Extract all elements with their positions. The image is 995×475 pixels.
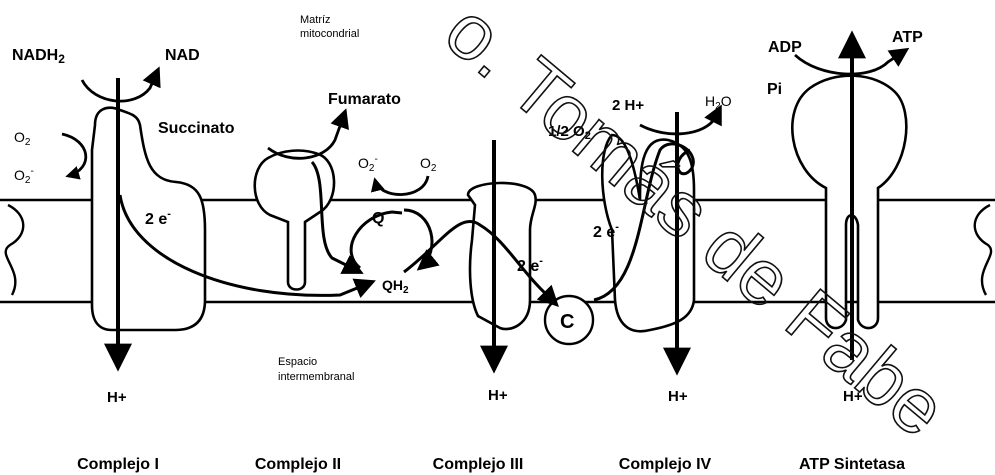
caption-complex-4: Complejo IV bbox=[619, 456, 712, 473]
qh2-label: QH2 bbox=[382, 277, 409, 296]
complex-3-electrons-label: 2 e- bbox=[517, 255, 543, 275]
adp-label: ADP bbox=[768, 39, 802, 56]
matrix-label-line-2: mitocondrial bbox=[300, 28, 359, 40]
intermembrane-label-line-1: Espacio bbox=[278, 356, 317, 368]
o2-complex1-arrow bbox=[62, 134, 86, 176]
fumarate-label: Fumarato bbox=[328, 91, 401, 108]
complex-4-proton-label: H+ bbox=[668, 388, 688, 405]
cytochrome-c-label: C bbox=[560, 311, 574, 333]
superoxide-label-complex-1: O2- bbox=[14, 166, 34, 186]
nad-label: NAD bbox=[165, 47, 200, 64]
caption-atp-synthase: ATP Sintetasa bbox=[799, 456, 905, 473]
o2-superoxide-q-arrow bbox=[375, 176, 428, 195]
atp-label: ATP bbox=[892, 29, 923, 46]
superoxide-label-q: O2- bbox=[358, 154, 378, 174]
matrix-label-line-1: Matríz bbox=[300, 14, 331, 26]
intermembrane-label-line-2: intermembranal bbox=[278, 371, 354, 383]
caption-complex-1: Complejo I bbox=[77, 456, 159, 473]
water-label: H2O bbox=[705, 93, 732, 112]
caption-complex-2: Complejo II bbox=[255, 456, 341, 473]
q-label: Q bbox=[372, 210, 384, 227]
nadh2-label: NADH2 bbox=[12, 47, 65, 66]
pi-label: Pi bbox=[767, 81, 782, 98]
complex-1-proton-label: H+ bbox=[107, 389, 127, 406]
o2-label-complex-1: O2 bbox=[14, 129, 31, 148]
complex-3-proton-label: H+ bbox=[488, 387, 508, 404]
complex-3-shape bbox=[468, 183, 536, 329]
caption-complex-3: Complejo III bbox=[433, 456, 524, 473]
succinate-label: Succinato bbox=[158, 120, 235, 137]
o2-label-q: O2 bbox=[420, 155, 437, 174]
